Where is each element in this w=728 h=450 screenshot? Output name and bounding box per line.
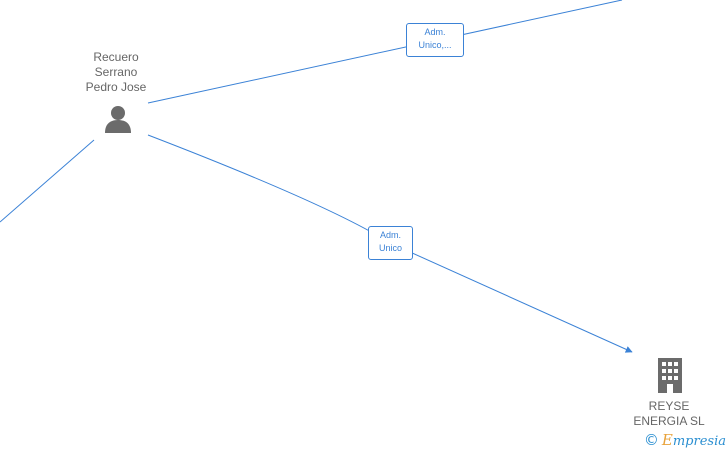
edge-person-to-top-right (147, 0, 623, 104)
edge-label-top[interactable]: Adm. Unico,... (406, 23, 464, 57)
brand-name-rest: mpresia (672, 434, 726, 449)
edge-label-bottom-line-1: Adm. (379, 230, 401, 240)
edge-label-top-line-1: Adm. (424, 27, 446, 37)
person-name-line-2: Serrano (94, 65, 138, 79)
edge-label-top-line-2: Unico,... (418, 40, 452, 50)
company-name-line-1: REYSE (648, 399, 690, 413)
brand-watermark: © Empresia (643, 431, 726, 449)
person-name-line-1: Recuero (93, 50, 139, 64)
building-icon[interactable] (655, 358, 685, 393)
company-name-line-2: ENERGIA SL (633, 414, 705, 428)
brand-first-letter: E (661, 431, 673, 449)
copyright-icon: © (643, 431, 659, 449)
edge-label-bottom[interactable]: Adm. Unico (368, 226, 413, 260)
brand-name: Empresia (662, 431, 726, 449)
edge-left-to-person (0, 139, 95, 223)
company-node-name[interactable]: REYSE ENERGIA SL (624, 399, 714, 429)
edge-label-bottom-line-2: Unico (378, 243, 402, 253)
person-icon[interactable] (103, 104, 133, 134)
person-name-line-3: Pedro Jose (85, 80, 147, 94)
person-node-name[interactable]: Recuero Serrano Pedro Jose (66, 50, 166, 95)
